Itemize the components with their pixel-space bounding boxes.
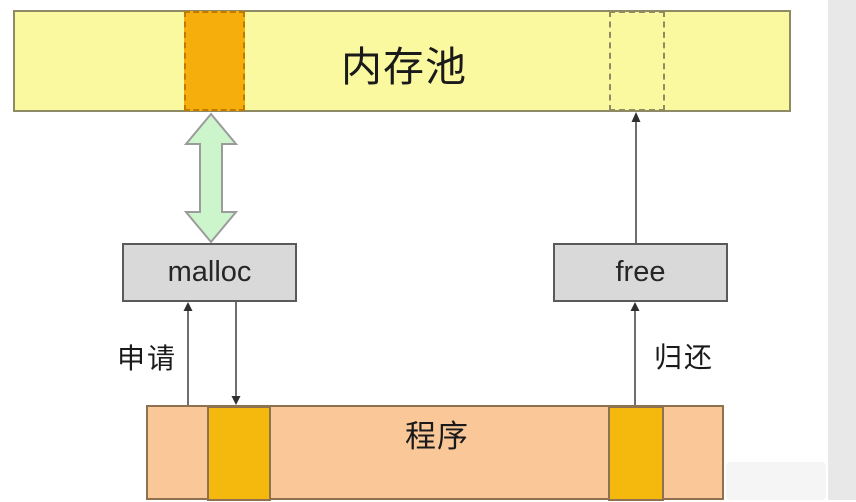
memory-pool-allocated-block — [184, 11, 245, 111]
page-gutter-strip — [828, 0, 856, 500]
malloc-box: malloc — [122, 243, 297, 302]
program-label: 程序 — [405, 419, 469, 455]
edge-label-request: 申请 — [117, 342, 178, 375]
memory-pool-bar: 内存池 — [13, 10, 791, 112]
edge-label-release: 归还 — [654, 341, 715, 374]
free-label: free — [615, 256, 666, 288]
memory-pool-freed-region — [609, 11, 665, 111]
arrow-free-to-memory-pool — [631, 112, 641, 243]
arrow-program-to-malloc — [183, 302, 193, 405]
free-box: free — [553, 243, 728, 302]
memory-pool-label: 内存池 — [341, 43, 467, 91]
program-bar: 程序 — [146, 405, 724, 501]
watermark — [726, 462, 826, 500]
arrow-malloc-to-program — [231, 302, 241, 405]
arrow-program-to-free — [630, 302, 640, 405]
malloc-label: malloc — [167, 256, 252, 288]
bidirectional-green-arrow — [183, 112, 239, 244]
